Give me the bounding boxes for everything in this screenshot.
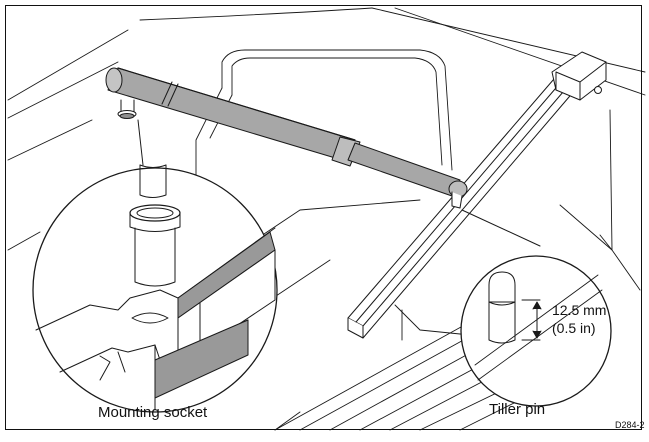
socket-leader — [137, 119, 144, 166]
tiller-pin-label: Tiller pin — [489, 401, 546, 418]
pin-leader — [461, 209, 541, 247]
mounting-socket-detail — [32, 164, 278, 413]
drawing-code-label: D284-2 — [615, 420, 645, 430]
drive-unit-ram — [105, 67, 468, 209]
pin-height-in-label: (0.5 in) — [552, 320, 596, 336]
tiller-pin-detail — [460, 255, 612, 407]
pin-height-mm-label: 12.5 mm — [552, 302, 607, 318]
mounting-socket-label: Mounting socket — [98, 404, 208, 421]
figure-border — [5, 5, 642, 430]
